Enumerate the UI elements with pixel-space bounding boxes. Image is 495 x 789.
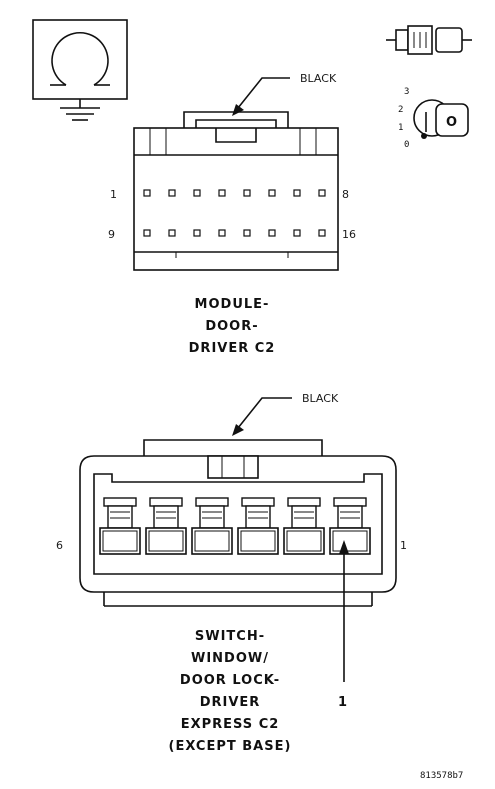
bottom-title-line-1: SWITCH- bbox=[195, 629, 265, 644]
bottom-title-line-3: DOOR LOCK- bbox=[180, 673, 280, 688]
module-door-driver-connector: BLACK 1 8 9 16 bbox=[108, 72, 356, 271]
top-connector-title: MODULE- DOOR- DRIVER C2 bbox=[189, 297, 276, 356]
ignition-position-0: 0 bbox=[404, 140, 409, 150]
pin-cavity bbox=[143, 229, 151, 237]
switch-window-door-lock-connector: BLACK 6 1 1 bbox=[56, 392, 407, 710]
pin-cavity bbox=[318, 189, 326, 197]
figure-id: 813578b7 bbox=[420, 771, 463, 781]
top-color-label: BLACK bbox=[300, 72, 337, 85]
pin-cavity bbox=[168, 229, 176, 237]
terminal bbox=[191, 497, 233, 555]
pin-cavity bbox=[243, 229, 251, 237]
pin-cavity bbox=[218, 229, 226, 237]
pin-cavity bbox=[293, 229, 301, 237]
pin-cavity bbox=[268, 189, 276, 197]
pin-label-8: 8 bbox=[342, 188, 349, 201]
pin-cavity bbox=[168, 189, 176, 197]
top-title-line-2: DOOR- bbox=[205, 319, 258, 334]
terminal bbox=[99, 497, 141, 555]
connector-plug-icon bbox=[386, 25, 472, 55]
bottom-title-line-2: WINDOW/ bbox=[191, 651, 269, 666]
top-title-line-1: MODULE- bbox=[195, 297, 270, 312]
pin-label-1: 1 bbox=[110, 188, 117, 201]
pin-label-6: 6 bbox=[56, 539, 63, 552]
bottom-connector-title: SWITCH- WINDOW/ DOOR LOCK- DRIVER EXPRES… bbox=[169, 629, 292, 754]
pin-cavity bbox=[318, 229, 326, 237]
pin-cavity bbox=[268, 229, 276, 237]
ignition-position-2: 2 bbox=[398, 105, 403, 115]
pin-cavity bbox=[143, 189, 151, 197]
callout-number: 1 bbox=[338, 695, 348, 710]
pin-row-bottom bbox=[143, 229, 326, 237]
pin-cavity bbox=[243, 189, 251, 197]
terminal bbox=[283, 497, 325, 555]
terminal-row bbox=[99, 497, 371, 555]
bottom-color-label: BLACK bbox=[302, 392, 339, 405]
pin-label-1-switch: 1 bbox=[400, 539, 407, 552]
pin-cavity bbox=[293, 189, 301, 197]
ignition-key-letter: O bbox=[446, 115, 458, 130]
bottom-title-line-4: DRIVER bbox=[200, 695, 261, 710]
pin-cavity bbox=[193, 229, 201, 237]
ignition-position-3: 3 bbox=[404, 87, 409, 97]
top-title-line-3: DRIVER C2 bbox=[189, 341, 276, 356]
pin-cavity bbox=[218, 189, 226, 197]
bottom-title-line-6: (EXCEPT BASE) bbox=[169, 739, 292, 754]
ignition-key-icon: 3 2 1 0 O bbox=[398, 87, 469, 150]
pin-cavity bbox=[193, 189, 201, 197]
pin-row-top bbox=[143, 189, 326, 197]
ignition-position-1: 1 bbox=[398, 123, 403, 133]
pin-label-16: 16 bbox=[342, 228, 356, 241]
pin-label-9: 9 bbox=[108, 228, 115, 241]
bottom-title-line-5: EXPRESS C2 bbox=[181, 717, 280, 732]
terminal bbox=[329, 497, 371, 555]
terminal bbox=[237, 497, 279, 555]
terminal bbox=[145, 497, 187, 555]
ground-loop-icon bbox=[32, 19, 128, 121]
